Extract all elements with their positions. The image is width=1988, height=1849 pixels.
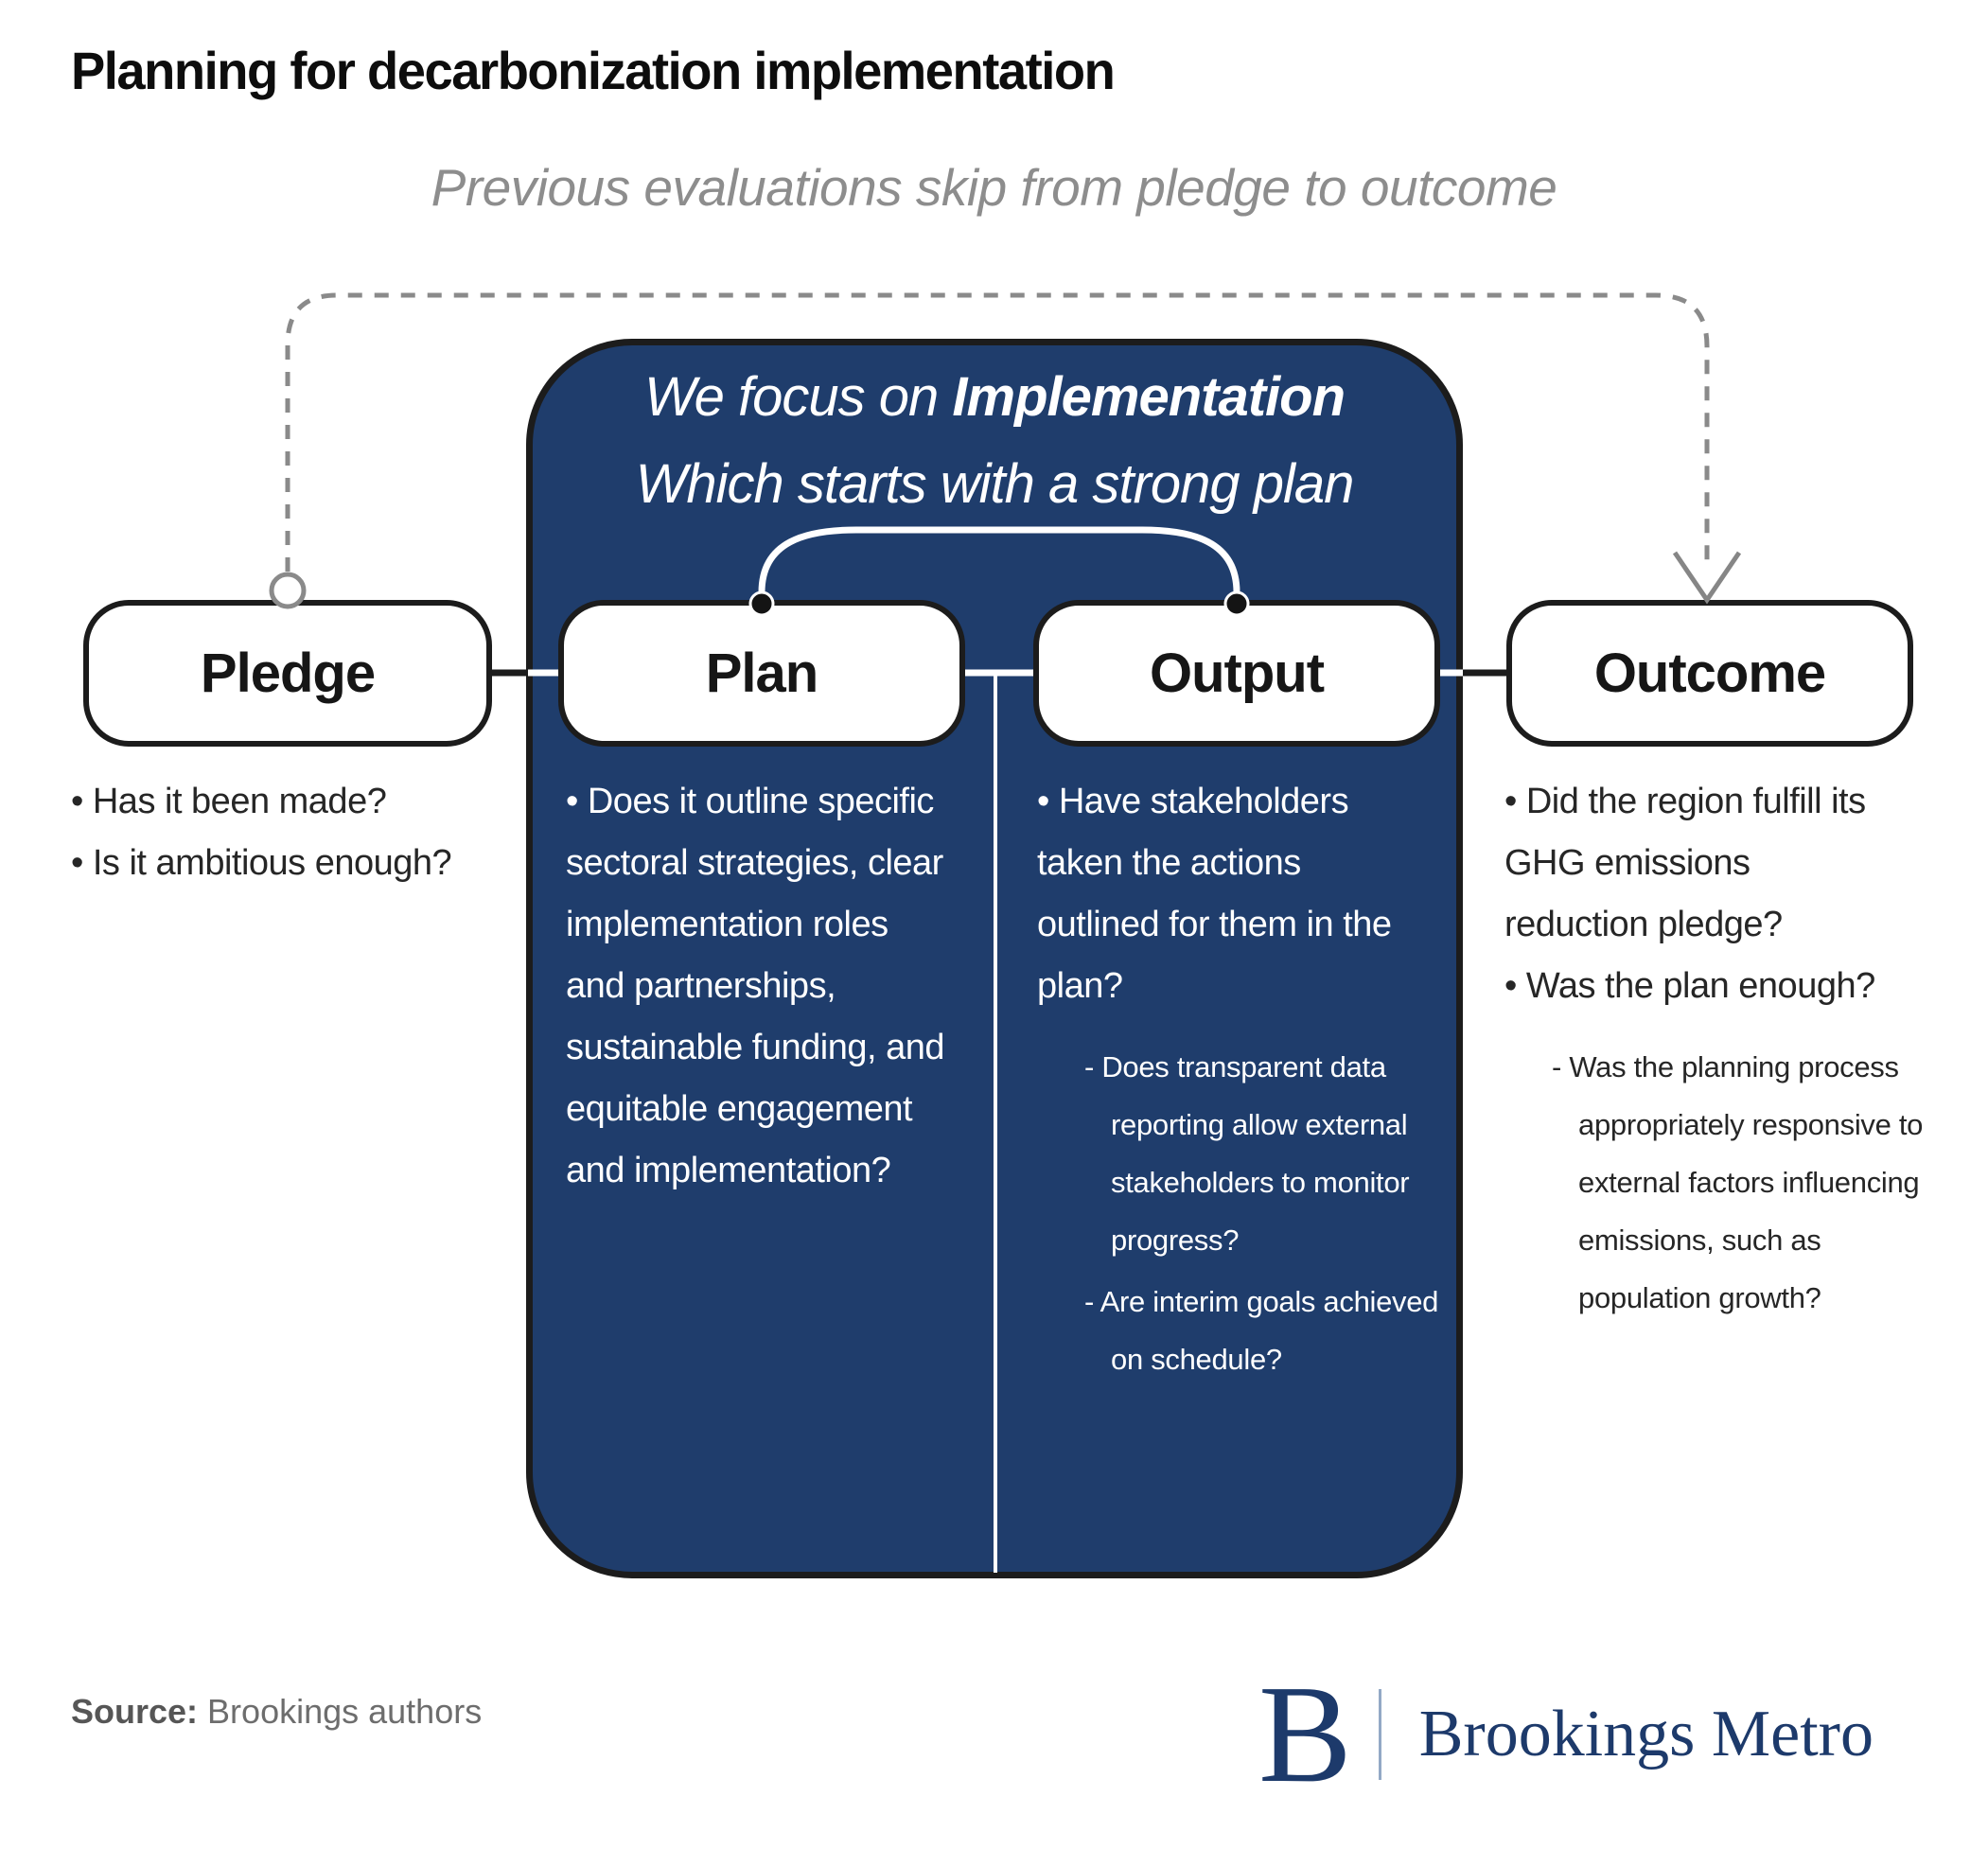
bullet-item: • Was the plan enough?: [1504, 966, 1875, 1006]
stage-output: Output: [1033, 600, 1440, 747]
focus-line2: Which starts with a strong plan: [635, 453, 1355, 515]
output-column: • Have stakeholders taken the actions ou…: [1037, 771, 1468, 1388]
page-title: Planning for decarbonization implementat…: [71, 41, 1116, 100]
bullet-item: • Did the region fulfill its GHG emissio…: [1504, 782, 1866, 944]
source-text: Brookings authors: [198, 1692, 483, 1731]
brookings-metro-logo: B Brookings Metro: [1258, 1657, 1874, 1812]
pledge-column: • Has it been made? • Is it ambitious eno…: [71, 771, 525, 894]
bullet-item: • Does it outline specific sectoral stra…: [566, 782, 945, 1190]
source-note: Source: Brookings authors: [71, 1692, 482, 1732]
plan-column: • Does it outline specific sectoral stra…: [566, 771, 1011, 1202]
outcome-column: • Did the region fulfill its GHG emissio…: [1504, 771, 1982, 1327]
focus-statement: We focus on Implementation Which starts …: [526, 354, 1463, 528]
stage-pledge: Pledge: [83, 600, 492, 747]
source-label: Source:: [71, 1692, 199, 1731]
logo-divider: [1378, 1689, 1381, 1780]
stage-outcome: Outcome: [1506, 600, 1913, 747]
sub-bullet: - Does transparent data reporting allow …: [1084, 1050, 1410, 1257]
brookings-b-mark-icon: B: [1258, 1657, 1352, 1812]
bullet-item: • Have stakeholders taken the actions ou…: [1037, 782, 1392, 1006]
sub-bullet: - Was the planning process appropriately…: [1552, 1050, 1924, 1314]
skip-arrowhead-icon: [1672, 551, 1742, 605]
sub-bullet: - Are interim goals achieved on schedule…: [1084, 1285, 1439, 1376]
skip-annotation: Previous evaluations skip from pledge to…: [431, 158, 1557, 217]
logo-wordmark: Brookings Metro: [1418, 1698, 1874, 1770]
stage-plan: Plan: [558, 600, 965, 747]
bullet-item: • Is it ambitious enough?: [71, 843, 452, 883]
bullet-item: • Has it been made?: [71, 782, 387, 821]
focus-line1: We focus on Implementation: [643, 366, 1346, 428]
focus-implementation-word: Implementation: [952, 366, 1346, 428]
